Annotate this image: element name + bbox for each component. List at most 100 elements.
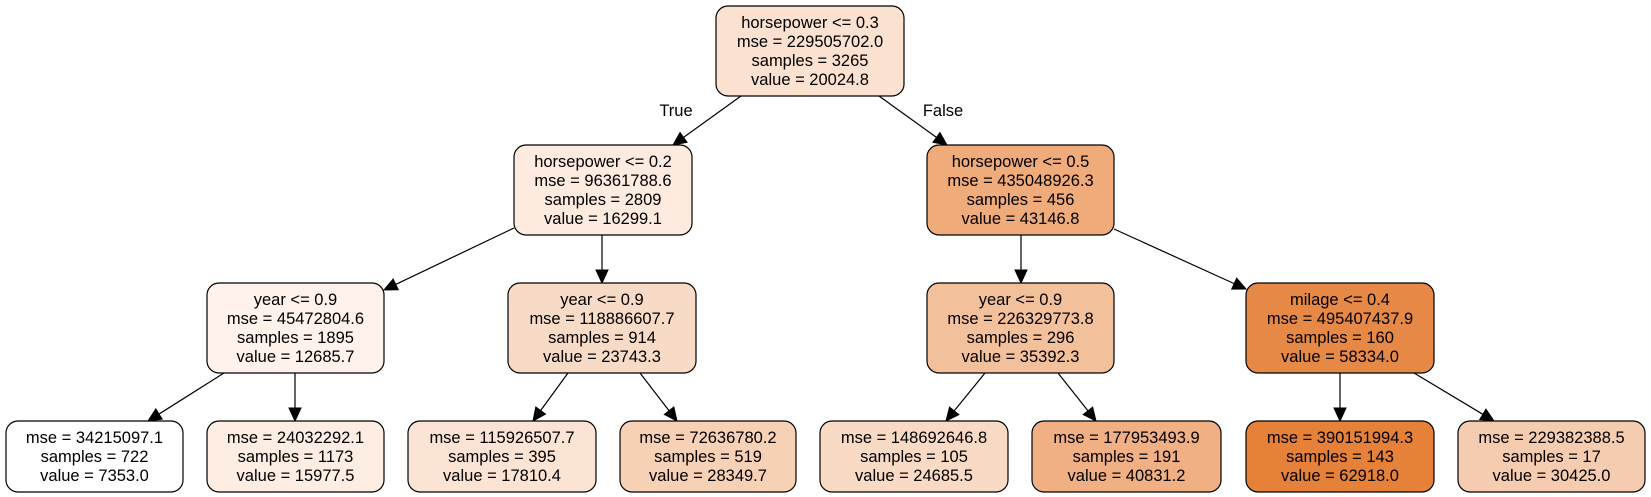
edge-line	[1057, 372, 1089, 412]
node-text-line: year <= 0.9	[254, 291, 337, 309]
node-text-line: milage <= 0.4	[1290, 291, 1390, 309]
edge-n6-n13	[1333, 373, 1347, 423]
edge-n3-n7	[146, 372, 225, 422]
node-text-line: samples = 17	[1502, 448, 1601, 466]
node-text-line: value = 17810.4	[443, 467, 561, 485]
arrowhead	[288, 407, 302, 423]
edge-label: True	[659, 102, 692, 120]
node-text-line: mse = 148692646.8	[841, 429, 987, 447]
node-text-line: mse = 435048926.3	[947, 172, 1093, 190]
node-text-line: mse = 72636780.2	[639, 429, 776, 447]
node-text-line: value = 35392.3	[962, 348, 1080, 366]
arrowhead	[945, 406, 960, 422]
edge-label: False	[923, 102, 963, 120]
arrowhead	[1082, 406, 1097, 422]
node-text-line: samples = 2809	[545, 191, 662, 209]
node-text-line: year <= 0.9	[560, 291, 643, 309]
node-text-line: value = 12685.7	[237, 348, 355, 366]
node-text-line: samples = 143	[1286, 448, 1394, 466]
node-text-line: mse = 390151994.3	[1267, 429, 1413, 447]
node-text-line: samples = 519	[654, 448, 762, 466]
node-text-line: mse = 229505702.0	[737, 33, 883, 51]
node-text-line: horsepower <= 0.2	[534, 153, 672, 171]
node-text-line: value = 7353.0	[40, 467, 149, 485]
node-text-line: mse = 226329773.8	[947, 310, 1093, 328]
node-text-line: mse = 45472804.6	[227, 310, 364, 328]
node-text-line: value = 40831.2	[1068, 467, 1186, 485]
edge-n5-n11	[945, 372, 986, 422]
node-text-line: samples = 1895	[237, 329, 354, 347]
edge-n0-n2: False	[878, 95, 963, 146]
node-box	[819, 420, 1009, 493]
edge-line	[878, 95, 937, 138]
node-box	[926, 282, 1115, 374]
edge-line	[639, 372, 670, 412]
edge-n3-n8	[288, 373, 302, 423]
node-text-line: horsepower <= 0.3	[741, 14, 879, 32]
edge-line	[1113, 228, 1235, 285]
edge-line	[540, 372, 569, 411]
node-text-line: value = 62918.0	[1281, 467, 1399, 485]
node-text-line: mse = 96361788.6	[534, 172, 671, 190]
arrowhead	[932, 131, 948, 146]
node-box	[1245, 282, 1435, 374]
node-text-line: mse = 34215097.1	[26, 429, 163, 447]
edge-n2-n6	[1113, 228, 1248, 290]
node-text-line: mse = 24032292.1	[227, 429, 364, 447]
node-box	[619, 420, 797, 493]
node-box	[206, 282, 385, 374]
edge-line	[683, 95, 742, 138]
arrowhead	[1333, 407, 1347, 423]
node-box	[507, 282, 697, 374]
edge-n4-n10	[639, 372, 678, 422]
edge-n2-n5	[1014, 235, 1028, 285]
arrowhead	[663, 406, 678, 422]
node-text-line: value = 16299.1	[544, 210, 662, 228]
node-text-line: value = 30425.0	[1493, 467, 1611, 485]
edge-n4-n9	[532, 372, 569, 422]
node-box	[513, 144, 693, 236]
edge-n1-n4	[595, 235, 609, 285]
node-text-line: samples = 722	[41, 448, 149, 466]
node-text-line: samples = 296	[967, 329, 1075, 347]
node-box	[5, 420, 184, 493]
node-box	[715, 5, 905, 97]
edge-n0-n1: True	[659, 95, 742, 146]
node-text-line: mse = 177953493.9	[1053, 429, 1199, 447]
edge-line	[1413, 372, 1484, 415]
node-text-line: value = 20024.8	[751, 71, 869, 89]
edge-line	[395, 227, 515, 285]
node-text-line: mse = 115926507.7	[429, 429, 574, 447]
node-text-line: samples = 914	[548, 329, 656, 347]
node-text-line: horsepower <= 0.5	[952, 153, 1090, 171]
node-text-line: mse = 229382388.5	[1478, 429, 1624, 447]
node-box	[1245, 420, 1435, 493]
node-text-line: value = 15977.5	[237, 467, 355, 485]
node-text-line: samples = 1173	[238, 448, 354, 466]
edge-line	[953, 372, 986, 412]
node-text-line: value = 43146.8	[962, 210, 1080, 228]
node-text-line: samples = 160	[1286, 329, 1394, 347]
node-text-line: value = 28349.7	[649, 467, 767, 485]
arrowhead	[672, 131, 688, 146]
edge-n1-n3	[382, 227, 515, 291]
edge-line	[158, 372, 225, 415]
node-text-line: samples = 105	[860, 448, 968, 466]
node-text-line: samples = 191	[1073, 448, 1181, 466]
arrowhead	[382, 278, 400, 291]
